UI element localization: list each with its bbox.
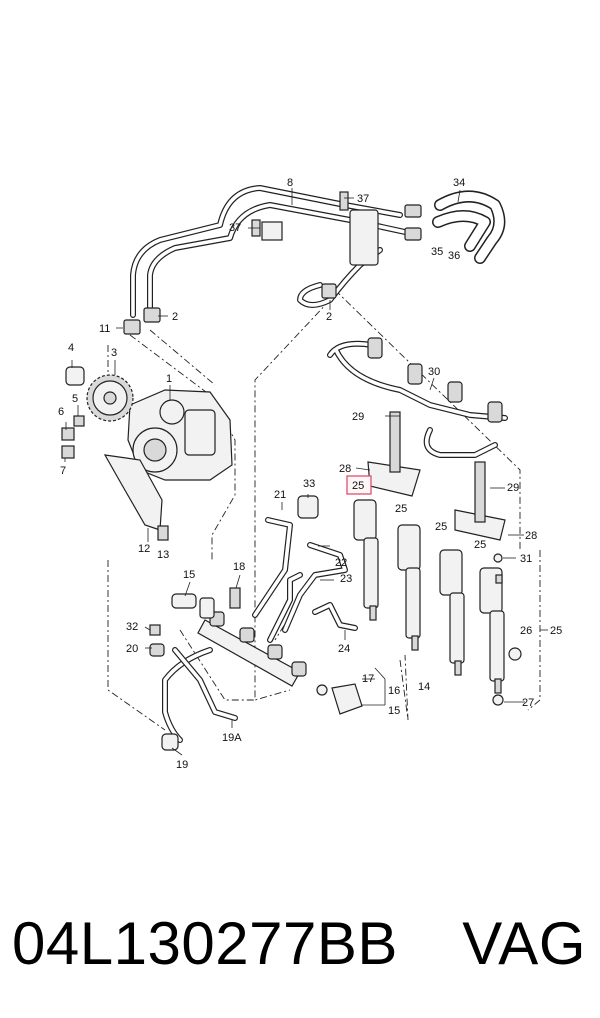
callout-7: 7 <box>60 465 66 477</box>
callout-25: 25 <box>395 503 407 515</box>
leak-off-line <box>327 337 508 458</box>
bolts-5-6-7 <box>61 415 85 459</box>
callout-31: 31 <box>520 553 532 565</box>
bolt-18 <box>229 587 241 609</box>
clamp-28 <box>367 461 506 541</box>
callout-21: 21 <box>274 489 286 501</box>
assembly-dash-lines <box>107 289 541 731</box>
callout-19A: 19A <box>222 732 242 744</box>
fuel-return-lines <box>130 185 408 318</box>
callout-17: 17 <box>362 673 374 685</box>
injectors <box>353 499 505 694</box>
callout-29: 29 <box>352 411 364 423</box>
misc-fittings <box>149 191 349 751</box>
bracket-8 <box>261 209 379 266</box>
callout-8: 8 <box>287 177 293 189</box>
callout-4: 4 <box>68 342 74 354</box>
callout-28: 28 <box>525 530 537 542</box>
nut-4 <box>65 366 85 386</box>
callout-22: 22 <box>335 557 347 569</box>
callout-25: 25 <box>435 521 447 533</box>
pressure-regulator-valve <box>316 683 363 715</box>
clip-11 <box>123 319 141 335</box>
bolt-13 <box>157 525 169 541</box>
callout-36: 36 <box>448 250 460 262</box>
callout-32: 32 <box>126 621 138 633</box>
seal-rings <box>492 553 522 706</box>
rail-pressure-sensor <box>171 593 197 609</box>
callout-3: 3 <box>111 347 117 359</box>
high-pressure-pump <box>103 389 233 531</box>
callout-25: 25 <box>474 539 486 551</box>
callout-30: 30 <box>428 366 440 378</box>
callout-28: 28 <box>339 463 351 475</box>
callout-13: 13 <box>157 549 169 561</box>
callout-27: 27 <box>522 697 534 709</box>
pump-sprocket <box>86 374 134 422</box>
callout-23: 23 <box>340 573 352 585</box>
hose-assembly-34 <box>404 190 506 264</box>
callout-2: 2 <box>326 311 332 323</box>
bolt-29 <box>389 411 486 523</box>
callout-14: 14 <box>418 681 430 693</box>
callout-16: 16 <box>388 685 400 697</box>
callout-25: 25 <box>550 625 562 637</box>
callout-37: 37 <box>229 222 241 234</box>
callout-37: 37 <box>357 193 369 205</box>
leader-lines <box>64 188 548 756</box>
callout-1: 1 <box>166 373 172 385</box>
callout-15: 15 <box>388 705 400 717</box>
callout-35: 35 <box>431 246 443 258</box>
footer-caption: 04L130277BB VAG <box>0 888 600 998</box>
callout-5: 5 <box>72 393 78 405</box>
callout-20: 20 <box>126 643 138 655</box>
part-number: 04L130277BB <box>12 909 398 977</box>
callout-labels: 8 37 37 34 35 36 2 2 11 4 3 1 5 6 7 29 3… <box>58 177 562 771</box>
callout-34: 34 <box>453 177 465 189</box>
fuel-injection-exploded-diagram: 8 37 37 34 35 36 2 2 11 4 3 1 5 6 7 29 3… <box>58 177 562 771</box>
callout-2: 2 <box>172 311 178 323</box>
injector-pipes <box>162 517 358 743</box>
highlight-box <box>346 475 372 495</box>
brand-name: VAG <box>462 909 586 977</box>
callout-19: 19 <box>176 759 188 771</box>
callout-12: 12 <box>138 543 150 555</box>
clip-2 <box>143 283 337 323</box>
callout-18: 18 <box>233 561 245 573</box>
callout-11: 11 <box>99 323 110 335</box>
callout-33: 33 <box>303 478 315 490</box>
callout-25-highlighted: 25 <box>352 480 364 492</box>
callout-6: 6 <box>58 406 64 418</box>
callout-24: 24 <box>338 643 350 655</box>
callout-26: 26 <box>520 625 532 637</box>
fuel-rail <box>197 597 307 687</box>
callout-29: 29 <box>507 482 519 494</box>
callout-15: 15 <box>183 569 195 581</box>
